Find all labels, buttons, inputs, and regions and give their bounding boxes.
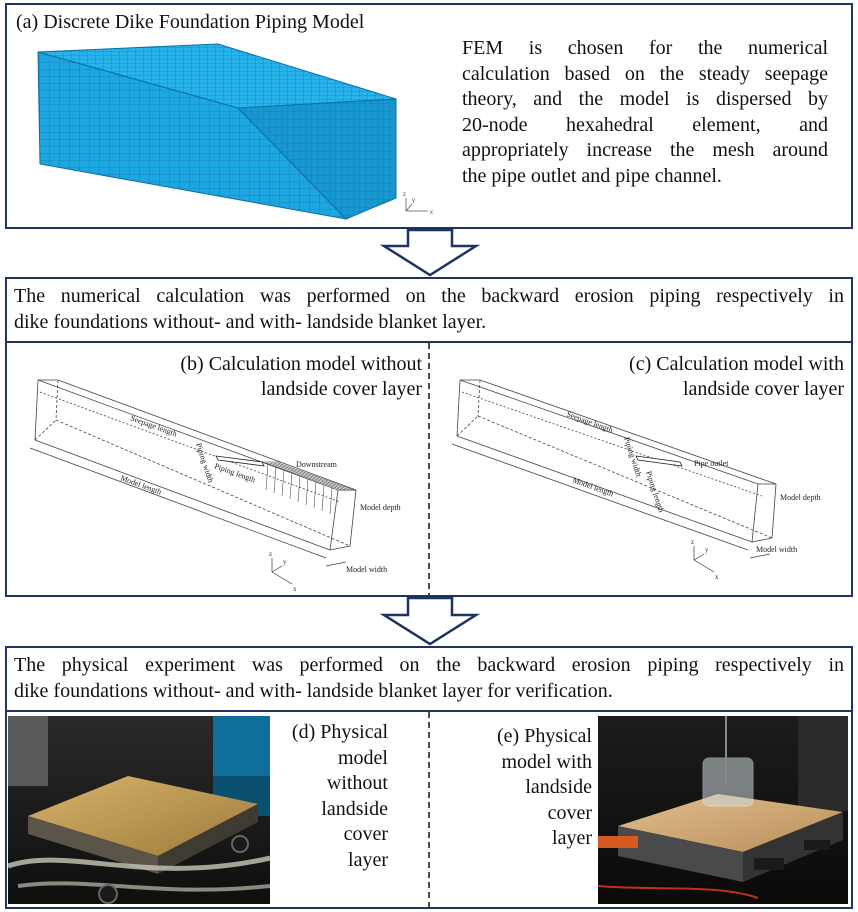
axis-b-z: z — [269, 550, 272, 558]
c-model-depth: Model depth — [780, 493, 821, 502]
desc-line-3: theory, and the model is dispersed by — [462, 88, 828, 111]
physical-model-photo-e — [598, 716, 848, 904]
panel-e-caption: (e) Physical model with landside cover l… — [462, 724, 592, 852]
panel-d-caption-line-6: layer — [348, 848, 388, 871]
axis-triad-c: z y x — [691, 538, 719, 581]
numerical-line-2: dike foundations without- and with- land… — [14, 311, 487, 333]
b-model-width: Model width — [346, 565, 387, 574]
desc-line-5: appropriately increase the mesh around — [462, 139, 828, 162]
panel-c-title: (c) Calculation model with landside cove… — [582, 352, 844, 402]
b-downstream: Downstream — [296, 460, 338, 469]
panel-b-title-line-1: (b) Calculation model without — [180, 353, 422, 375]
physical-line-2: dike foundations without- and with- land… — [14, 680, 613, 702]
mesh-side-face — [236, 98, 397, 220]
panel-e-caption-line-3: landside — [525, 776, 592, 798]
panel-a-title: (a) Discrete Dike Foundation Piping Mode… — [16, 11, 365, 33]
downstream-hatch — [261, 461, 357, 515]
panel-d-caption: (d) Physical model without landside cove… — [272, 720, 388, 873]
panel-d-caption-line-1: (d) Physical — [291, 721, 388, 743]
physical-text: The physical experiment was performed on… — [14, 652, 844, 704]
desc-line-2: calculation based on the steady seepage — [462, 62, 828, 85]
c-model-width: Model width — [756, 545, 797, 554]
panel-c-title-line-2: landside cover layer — [682, 378, 844, 400]
axis-c-z: z — [691, 538, 694, 546]
down-arrow-2 — [379, 596, 481, 646]
fem-mesh-model: z y x — [37, 43, 433, 220]
desc-line-1: FEM is chosen for the numerical — [462, 37, 828, 59]
panel-d-caption-line-3: without — [326, 772, 388, 794]
c-pipe-outlet: Pipe outlet — [694, 459, 729, 468]
physical-box — [5, 646, 853, 712]
panel-e-caption-line-2: model with — [501, 750, 592, 773]
panel-b-title: (b) Calculation model without landside c… — [160, 352, 422, 402]
panel-d-caption-line-4: landside — [321, 797, 388, 820]
axis-a-z: z — [403, 192, 406, 198]
axis-a-y: y — [412, 198, 415, 204]
axis-triad-b: z y x — [269, 550, 297, 593]
panel-b-title-line-2: landside cover layer — [260, 378, 422, 400]
axis-b-y: y — [283, 558, 287, 566]
axis-c-y: y — [705, 546, 709, 554]
pipe-c — [635, 455, 683, 467]
axis-c-x: x — [715, 573, 719, 581]
down-arrow-1 — [379, 228, 481, 277]
axis-a-x: x — [430, 210, 433, 216]
numerical-line-1: The numerical calculation was performed … — [14, 285, 844, 307]
numerical-text: The numerical calculation was performed … — [14, 283, 844, 335]
panel-e-caption-line-5: layer — [552, 827, 592, 849]
panel-a-description: FEM is chosen for the numerical calculat… — [462, 36, 828, 190]
panel-c-title-line-1: (c) Calculation model with — [629, 353, 844, 375]
panel-e-caption-line-1: (e) Physical — [497, 725, 592, 747]
numerical-box — [5, 277, 853, 343]
panel-e-caption-line-4: cover — [547, 801, 592, 824]
pipe-b — [215, 455, 265, 467]
desc-line-6: the pipe outlet and pipe channel. — [462, 164, 722, 187]
b-model-depth: Model depth — [360, 503, 401, 512]
axis-b-x: x — [293, 585, 297, 593]
physical-model-photo-d — [8, 716, 270, 904]
axis-triad-a: z y x — [403, 192, 433, 216]
physical-line-1: The physical experiment was performed on… — [14, 654, 844, 676]
panel-d-caption-line-2: model — [338, 746, 388, 769]
panel-d-caption-line-5: cover — [343, 823, 388, 845]
desc-line-4: 20-node hexahedral element, and — [462, 113, 828, 136]
